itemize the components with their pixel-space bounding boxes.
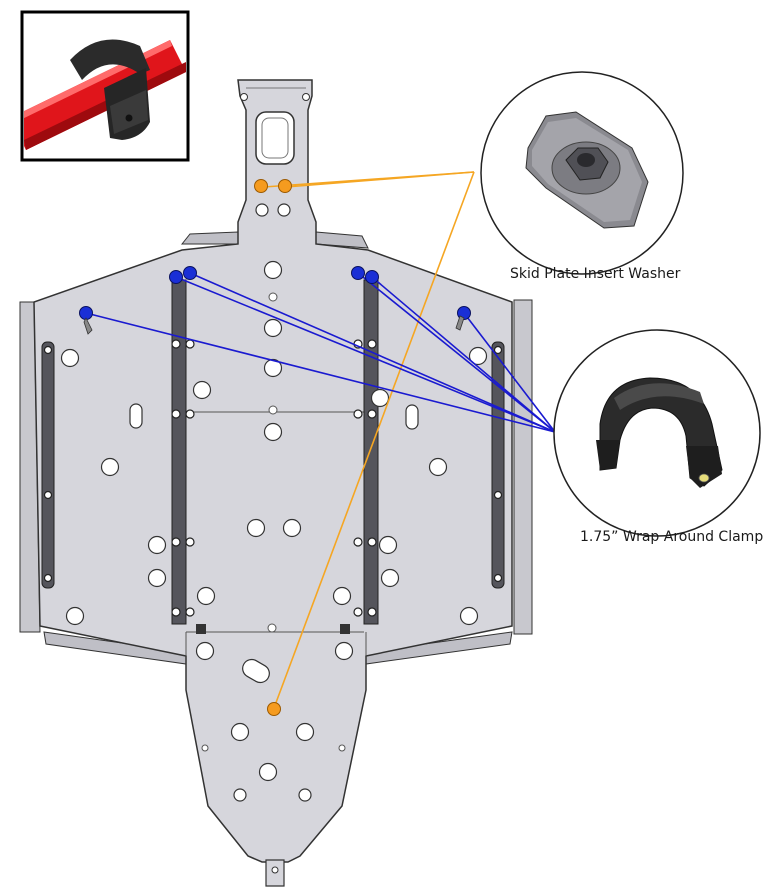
clamp-callout-label: 1.75” Wrap Around Clamp <box>580 529 764 545</box>
washer-leader-lines <box>263 171 475 709</box>
clamp-marker <box>169 270 183 284</box>
frame-rail-left-inner <box>171 279 187 625</box>
small-holes <box>201 292 346 752</box>
clamp-on-tube-icon <box>24 39 186 150</box>
rail-bolts <box>43 339 503 617</box>
clamp-marker <box>365 270 379 284</box>
clamp-callout-bubble <box>553 329 761 537</box>
wrap-clamp-icon <box>596 377 723 488</box>
washer-markers <box>254 179 292 716</box>
washer-marker <box>267 702 281 716</box>
frame-rail-right-inner <box>363 279 379 625</box>
plate-holes <box>60 203 488 802</box>
right-side-panel <box>513 299 533 635</box>
plate-body <box>33 79 513 863</box>
inset-panel <box>20 10 190 162</box>
clamp-marker <box>183 266 197 280</box>
washer-marker <box>278 179 292 193</box>
washer-callout-label: Skid Plate Insert Washer <box>510 266 681 282</box>
skid-plate <box>19 79 533 887</box>
frame-rail-right-outer <box>491 341 505 589</box>
washer-marker <box>254 179 268 193</box>
washer-callout-bubble <box>480 71 684 275</box>
insert-washer-icon <box>525 111 649 229</box>
clamp-markers <box>79 266 471 320</box>
frame-rail-left-outer <box>41 341 55 589</box>
clamp-leader-lines <box>85 272 556 433</box>
clamp-marker <box>351 266 365 280</box>
